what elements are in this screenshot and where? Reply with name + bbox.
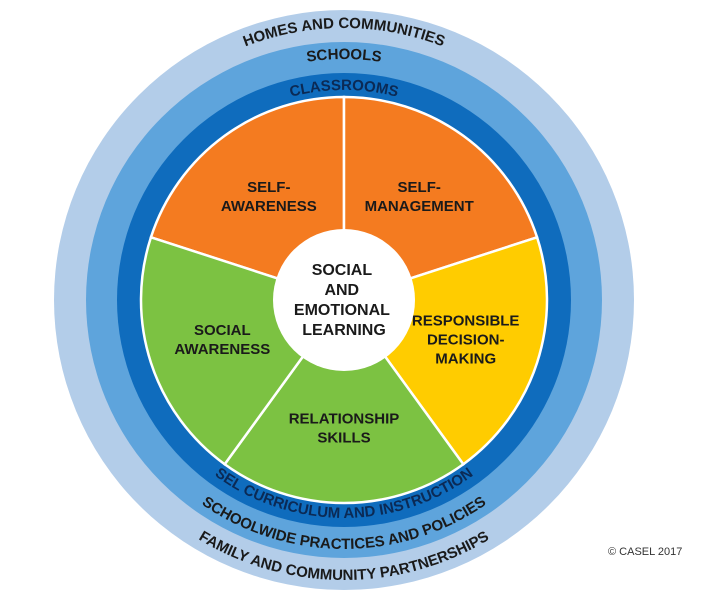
center-circle xyxy=(273,229,415,371)
label-self-management-line-1: SELF- xyxy=(398,179,441,196)
center-label-line-2: AND xyxy=(324,282,359,299)
label-responsible-decision-making-line-1: RESPONSIBLE xyxy=(412,313,520,330)
label-relationship-skills-line-1: RELATIONSHIP xyxy=(289,411,400,428)
label-self-management-line-2: MANAGEMENT xyxy=(365,198,474,215)
label-responsible-decision-making: RESPONSIBLE DECISION- MAKING xyxy=(412,313,520,368)
copyright-notice: © CASEL 2017 xyxy=(608,546,683,558)
label-self-awareness: SELF- AWARENESS xyxy=(221,179,317,215)
label-responsible-decision-making-line-3: MAKING xyxy=(435,351,496,368)
label-responsible-decision-making-line-2: DECISION- xyxy=(427,332,505,349)
label-relationship-skills: RELATIONSHIP SKILLS xyxy=(289,411,400,447)
inner-ring-top-text: CLASSROOMS xyxy=(288,77,400,101)
center-label-line-3: EMOTIONAL xyxy=(294,302,390,319)
segment-relationship-skills xyxy=(222,297,466,505)
label-social-awareness-line-1: SOCIAL xyxy=(194,322,251,339)
label-social-awareness-line-2: AWARENESS xyxy=(174,341,270,358)
center-label-line-1: SOCIAL xyxy=(312,262,373,279)
label-self-awareness-line-2: AWARENESS xyxy=(221,198,317,215)
label-self-awareness-line-1: SELF- xyxy=(247,179,290,196)
middle-ring-top-text: SCHOOLS xyxy=(305,46,382,66)
inner-ring-top-label: CLASSROOMS xyxy=(288,77,400,101)
center-label-line-4: LEARNING xyxy=(302,322,386,339)
label-self-management: SELF- MANAGEMENT xyxy=(365,179,474,215)
middle-ring-top-label: SCHOOLS xyxy=(305,46,382,66)
label-relationship-skills-line-2: SKILLS xyxy=(317,430,370,447)
center-label: SOCIAL AND EMOTIONAL LEARNING xyxy=(294,262,394,339)
label-social-awareness: SOCIAL AWARENESS xyxy=(174,322,270,358)
